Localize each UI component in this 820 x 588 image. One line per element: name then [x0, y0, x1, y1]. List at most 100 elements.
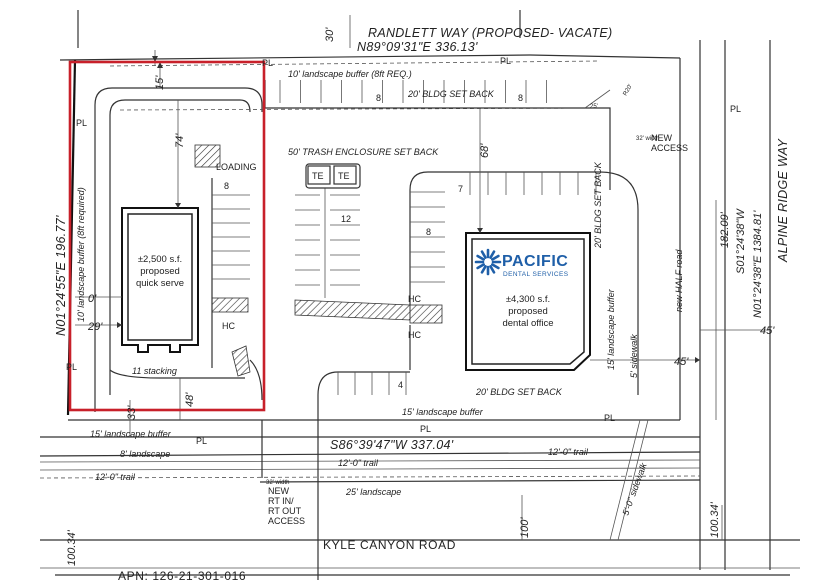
- crosswalk-hatch-west: [211, 297, 249, 313]
- logo-ray: [489, 250, 496, 259]
- label-loading: LOADING: [216, 162, 257, 172]
- label-te-1: TE: [312, 171, 324, 181]
- logo-name: PACIFIC: [502, 253, 568, 270]
- middle-parking-stalls: [295, 188, 360, 298]
- quick-serve-status: proposed: [140, 266, 180, 277]
- drive-thru-hatch: [231, 345, 251, 377]
- label-setback-south: 20' BLDG SET BACK: [475, 387, 563, 397]
- label-trail-3: 12'-0" trail: [548, 447, 589, 457]
- dim-100-east: 100.34': [709, 501, 721, 538]
- bearing-east-1: S01°24'38"W: [735, 208, 747, 274]
- parking-count-middle: 12: [341, 214, 351, 224]
- quick-serve-use: quick serve: [136, 278, 184, 289]
- dim-15: 15': [154, 75, 166, 90]
- trash-enclosure-2: [333, 165, 357, 185]
- parking-count-north-1: 8: [376, 93, 381, 103]
- dim-48: 48': [184, 392, 196, 407]
- street-south: KYLE CANYON ROAD: [323, 538, 456, 552]
- west-parking-stalls: [212, 194, 250, 280]
- label-rt-new: NEW: [268, 486, 290, 496]
- dental-status: proposed: [508, 306, 548, 317]
- label-apn: APN: 126-21-301-016: [118, 569, 246, 583]
- label-pl-7: PL: [196, 436, 207, 446]
- drive-aisle-outline: [94, 80, 639, 580]
- label-landscape-25: 25' landscape: [345, 487, 401, 497]
- label-trail-1: 12'-0" trail: [95, 472, 136, 482]
- label-hc-2: HC: [408, 294, 421, 304]
- label-trail-2: 12'-0" trail: [338, 458, 379, 468]
- dim-33: 33': [126, 405, 138, 420]
- dim-45-b: 45': [760, 325, 775, 337]
- north-parking-stalls: [279, 80, 547, 103]
- label-pl-8: PL: [420, 424, 431, 434]
- dim-100-west: 100.34': [66, 529, 78, 566]
- crosswalk-hatch-middle: [294, 299, 411, 321]
- dim-182: 182.09': [719, 211, 731, 248]
- label-access: ACCESS: [651, 143, 688, 153]
- label-lb-north: 10' landscape buffer (8ft REQ.): [288, 69, 412, 79]
- label-rt-width: 32' width: [266, 480, 290, 486]
- trash-enclosures: [305, 163, 361, 189]
- bearing-west: N01°24'55"E 196.77': [54, 215, 68, 336]
- logo-ray: [480, 250, 487, 259]
- label-lb-west: 10' landscape buffer (8ft required): [76, 187, 86, 322]
- parking-count-east-inner: 8: [426, 227, 431, 237]
- label-setback-north: 20' BLDG SET BACK: [407, 89, 495, 99]
- quick-serve-area: ±2,500 s.f.: [138, 254, 182, 265]
- label-access-new: NEW: [651, 133, 673, 143]
- label-pl-5: PL: [66, 362, 77, 372]
- parking-count-north-2: 8: [518, 93, 523, 103]
- label-stacking: 11 stacking: [132, 366, 177, 376]
- label-r25: 25': [590, 104, 598, 110]
- logo-subtitle: DENTAL SERVICES: [503, 271, 569, 278]
- logo-ray: [480, 265, 487, 274]
- ne-corner-line: [584, 89, 611, 109]
- south-road: [39, 436, 800, 576]
- pacific-dental-logo: [474, 248, 502, 276]
- crosswalk-hatch-east: [409, 304, 443, 324]
- label-pl-6: PL: [604, 413, 615, 423]
- label-access-width: 32' width: [636, 136, 660, 142]
- parking-count-east-top: 7: [458, 184, 463, 194]
- label-lb-south-b: 15' landscape buffer: [90, 429, 172, 439]
- dim-29: 29': [87, 321, 103, 333]
- dimension-lines: [75, 50, 770, 540]
- logo-ray: [491, 263, 500, 270]
- label-setback-east: 20' BLDG SET BACK: [593, 161, 603, 249]
- east-parking-stalls: [410, 172, 597, 283]
- label-half-road: new HALF road: [674, 249, 684, 312]
- parking-count-west: 8: [224, 181, 229, 191]
- south-east-sidewalk: [609, 419, 649, 541]
- loading-hatch: [194, 144, 221, 168]
- label-rt-access: ACCESS: [268, 516, 305, 526]
- label-pl-2: PL: [500, 56, 511, 66]
- site-labels: 10' landscape buffer (8ft REQ.) 20' BLDG…: [66, 56, 741, 583]
- street-east: ALPINE RIDGE WAY: [776, 138, 790, 263]
- bearing-east-2: N01°24'38"E 1384.81': [752, 210, 764, 318]
- dim-0: 0': [88, 293, 97, 305]
- label-trash-setback: 50' TRASH ENCLOSURE SET BACK: [288, 147, 439, 157]
- label-lb-south-a: 15' landscape buffer: [402, 407, 484, 417]
- dim-68: 68': [479, 143, 491, 158]
- logo-ray: [476, 263, 485, 270]
- dimension-labels: 30' 15' 74' 68' 29' 0' 48' 33' 45' 45' 1…: [66, 27, 775, 566]
- logo-ray: [491, 254, 500, 261]
- label-hc-1: HC: [222, 321, 235, 331]
- logo-ray: [489, 265, 496, 274]
- label-hc-3: HC: [408, 330, 421, 340]
- label-rt-out: RT OUT: [268, 506, 302, 516]
- label-pl-4: PL: [730, 104, 741, 114]
- label-pl-1: PL: [262, 58, 273, 68]
- quick-serve-building: [121, 207, 199, 353]
- highlight-box: [68, 60, 266, 412]
- label-lb-east: 15' landscape buffer: [606, 288, 616, 370]
- south-parking-stalls: [337, 372, 407, 395]
- label-te-2: TE: [338, 171, 350, 181]
- bearing-south: S86°39'47"W 337.04': [330, 438, 454, 452]
- label-rt-in: RT IN/: [268, 496, 294, 506]
- label-sidewalk-east: 5' sidewalk: [629, 334, 639, 378]
- parking-count-south: 4: [398, 380, 403, 390]
- dental-use: dental office: [502, 318, 553, 329]
- label-landscape-8: 8' landscape: [120, 449, 170, 459]
- north-road: [59, 10, 681, 67]
